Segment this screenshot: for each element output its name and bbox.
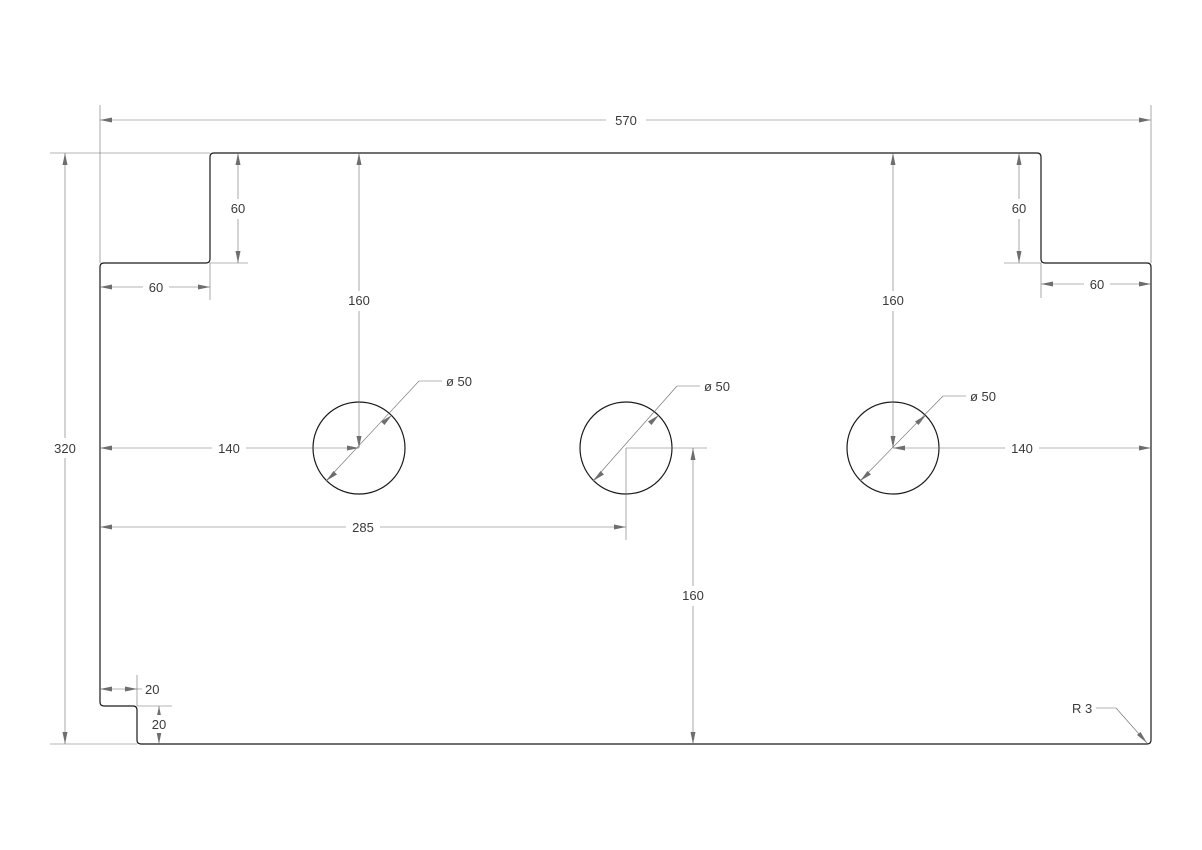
dim-text-right-60-vertical: 60: [1012, 201, 1026, 216]
dim-corner-radius: R 3: [1072, 701, 1148, 744]
dim-text-left-diameter: ø 50: [446, 374, 472, 389]
dim-hole-right-diameter: ø 50: [859, 389, 996, 482]
dim-hole-center-diameter: ø 50: [592, 379, 730, 482]
dim-notch-height: 20: [137, 705, 172, 744]
dim-text-285: 285: [352, 520, 374, 535]
dim-hole-center-horizontal: 285: [100, 448, 627, 540]
dim-hole-right-vertical: 160: [877, 153, 909, 448]
dim-hole-left-vertical: 160: [343, 153, 375, 448]
dim-text-notch-20-horizontal: 20: [145, 682, 159, 697]
dim-text-320: 320: [54, 441, 76, 456]
dim-text-right-hole-140: 140: [1011, 441, 1033, 456]
dim-text-right-hole-160: 160: [882, 293, 904, 308]
dim-text-right-60-horizontal: 60: [1090, 277, 1104, 292]
dim-right-tab-offset: 60: [1040, 263, 1151, 298]
dim-hole-left-diameter: ø 50: [325, 374, 472, 482]
dim-text-left-60-horizontal: 60: [149, 280, 163, 295]
dim-right-tab-height: 60: [1004, 153, 1041, 264]
dim-left-tab-height: 60: [210, 153, 250, 264]
dim-text-notch-20-vertical: 20: [152, 717, 166, 732]
dim-text-left-60-vertical: 60: [231, 201, 245, 216]
dim-overall-height: 320: [48, 152, 210, 745]
dim-text-left-hole-160: 160: [348, 293, 370, 308]
dim-left-tab-offset: 60: [100, 263, 211, 300]
dim-hole-right-horizontal: 140: [893, 439, 1151, 457]
dim-overall-width: 570: [99, 105, 1152, 263]
part-outline: [99, 152, 1152, 745]
dim-text-r3: R 3: [1072, 701, 1092, 716]
dim-text-center-hole-160: 160: [682, 588, 704, 603]
dim-notch-width: 20: [100, 675, 159, 706]
dim-hole-center-vertical: 160: [626, 447, 709, 744]
dim-text-right-diameter: ø 50: [970, 389, 996, 404]
dim-text-left-hole-140: 140: [218, 441, 240, 456]
dim-text-center-diameter: ø 50: [704, 379, 730, 394]
dim-text-570: 570: [615, 113, 637, 128]
dim-hole-left-horizontal: 140: [100, 439, 359, 457]
